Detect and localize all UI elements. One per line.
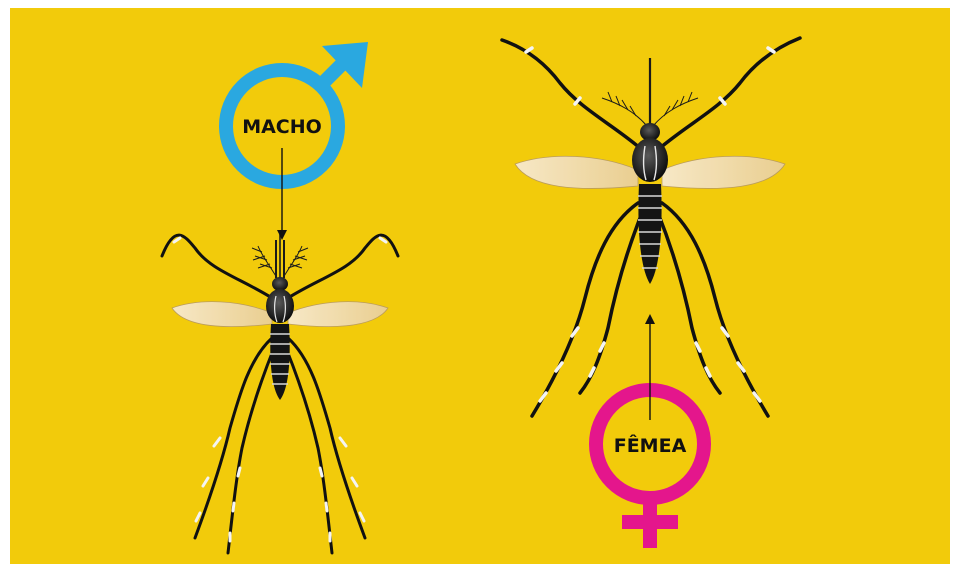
background bbox=[10, 8, 950, 564]
male-label: MACHO bbox=[242, 116, 322, 138]
diagram-canvas: MACHO FÊMEA bbox=[10, 8, 950, 564]
male-head bbox=[272, 277, 288, 291]
female-label: FÊMEA bbox=[614, 434, 687, 457]
male-thorax bbox=[266, 289, 294, 323]
female-thorax bbox=[632, 138, 668, 182]
